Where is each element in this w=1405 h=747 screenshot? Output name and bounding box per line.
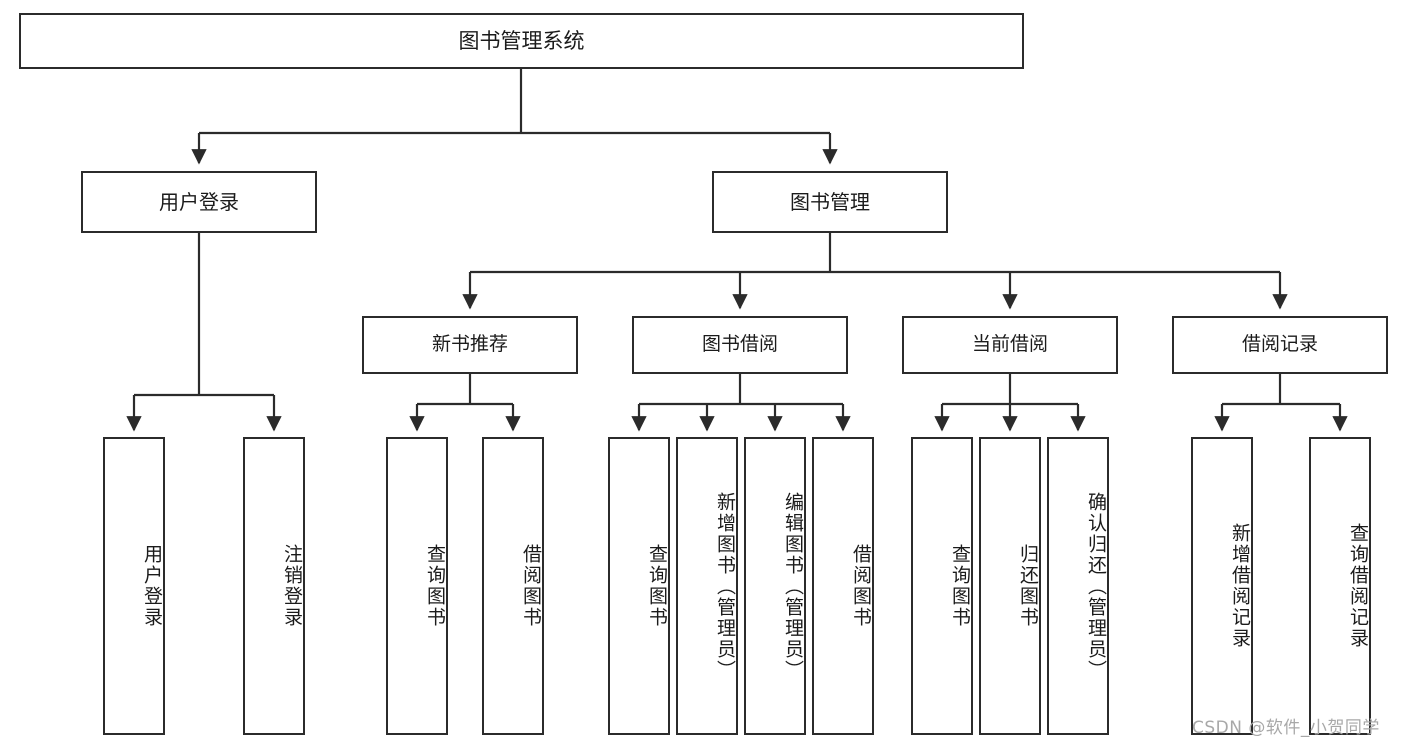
node-borrow-record[interactable]: 借阅记录 [1172, 316, 1388, 374]
node-current-borrow[interactable]: 当前借阅 [902, 316, 1118, 374]
leaf-borrow-record-query-record[interactable]: 查询借阅记录 [1309, 437, 1371, 735]
node-root-book-management-system[interactable]: 图书管理系统 [19, 13, 1024, 69]
node-label: 用户登录 [141, 544, 163, 628]
node-label: 查询图书 [949, 544, 971, 628]
leaf-new-book-query-book[interactable]: 查询图书 [386, 437, 448, 735]
leaf-user-login-login[interactable]: 用户登录 [103, 437, 165, 735]
node-label: 新增借阅记录 [1229, 523, 1251, 649]
node-label: 当前借阅 [971, 333, 1048, 356]
node-label: 查询借阅记录 [1347, 523, 1369, 649]
node-label: 图书借阅 [701, 333, 778, 356]
leaf-book-borrow-edit-book-admin[interactable]: 编辑图书（管理员） [744, 437, 806, 735]
node-label: 用户登录 [159, 189, 239, 214]
node-label: 新增图书（管理员） [714, 491, 736, 681]
node-user-login[interactable]: 用户登录 [81, 171, 317, 233]
watermark: CSDN @软件_小贺同学 [1192, 718, 1380, 738]
node-label: 图书管理系统 [458, 28, 585, 53]
leaf-current-borrow-query-book[interactable]: 查询图书 [911, 437, 973, 735]
leaf-new-book-borrow-book[interactable]: 借阅图书 [482, 437, 544, 735]
leaf-user-login-logout[interactable]: 注销登录 [243, 437, 305, 735]
node-book-borrow[interactable]: 图书借阅 [632, 316, 848, 374]
node-label: 借阅记录 [1241, 333, 1318, 356]
leaf-borrow-record-add-record[interactable]: 新增借阅记录 [1191, 437, 1253, 735]
node-label: 查询图书 [424, 544, 446, 628]
node-new-book-recommend[interactable]: 新书推荐 [362, 316, 578, 374]
node-label: 编辑图书（管理员） [782, 491, 804, 681]
node-label: 归还图书 [1017, 544, 1039, 628]
node-label: 注销登录 [281, 544, 303, 628]
leaf-current-borrow-confirm-return-admin[interactable]: 确认归还（管理员） [1047, 437, 1109, 735]
node-label: 查询图书 [646, 544, 668, 628]
leaf-current-borrow-return-book[interactable]: 归还图书 [979, 437, 1041, 735]
node-label: 图书管理 [790, 189, 870, 214]
node-book-management[interactable]: 图书管理 [712, 171, 948, 233]
leaf-book-borrow-query-book[interactable]: 查询图书 [608, 437, 670, 735]
node-label: 借阅图书 [850, 544, 872, 628]
leaf-book-borrow-borrow-book[interactable]: 借阅图书 [812, 437, 874, 735]
node-label: 确认归还（管理员） [1085, 491, 1107, 681]
leaf-book-borrow-add-book-admin[interactable]: 新增图书（管理员） [676, 437, 738, 735]
node-label: 借阅图书 [520, 544, 542, 628]
node-label: 新书推荐 [431, 333, 508, 356]
